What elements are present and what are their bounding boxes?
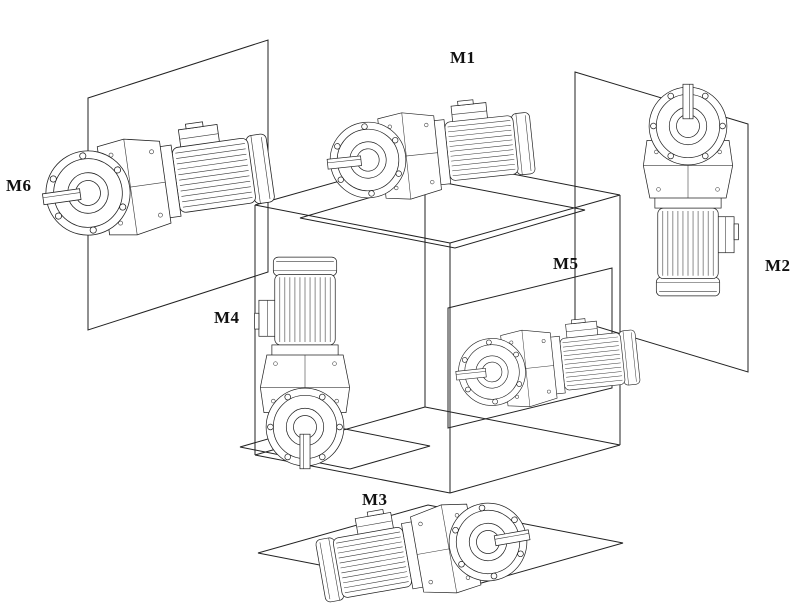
gearmotor-m6-drawing	[35, 112, 278, 248]
gearmotor-m5-drawing	[451, 313, 642, 415]
gearmotor-m2-drawing	[642, 83, 739, 297]
gearmotor-m3-drawing	[311, 484, 538, 613]
label-m6: M6	[6, 176, 32, 195]
cube-edge	[449, 194, 621, 244]
label-m2: M2	[765, 256, 791, 275]
mounting-plane-m6	[87, 39, 269, 331]
mounting-plane-m1	[299, 179, 586, 249]
label-m1: M1	[450, 48, 476, 67]
gearmotor-m4-drawing	[254, 256, 350, 470]
cube-edge	[424, 406, 621, 446]
cube-edge	[254, 204, 451, 244]
label-m3: M3	[362, 490, 388, 509]
cube-edge	[254, 454, 451, 494]
mounting-plane-m5	[447, 267, 613, 429]
cube-edge	[449, 444, 621, 494]
label-m4: M4	[214, 308, 240, 327]
gearmotor-m1-drawing	[322, 93, 538, 208]
label-m5: M5	[553, 254, 579, 273]
